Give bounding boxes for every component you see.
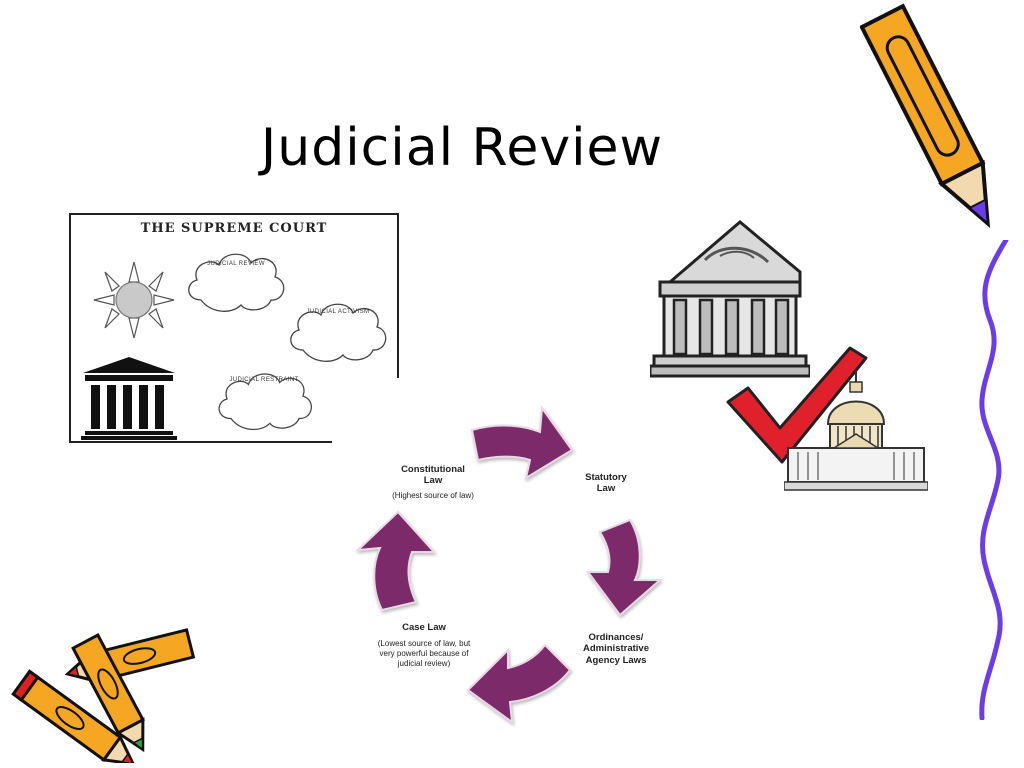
page-title: Judicial Review — [260, 118, 664, 178]
node-case-law: Case Law (Lowest source of law, but very… — [370, 622, 478, 668]
checkmark-icon — [726, 346, 868, 464]
cycle-diagram — [355, 405, 663, 725]
node-heading: Constitutional Law — [401, 464, 465, 487]
cloud-label-activism: Judicial Activism — [306, 309, 370, 315]
cloud-icon — [188, 253, 285, 312]
supreme-court-title: The Supreme Court — [140, 221, 328, 236]
panel-overlap-mask — [332, 378, 402, 446]
node-constitutional: Constitutional Law (Highest source of la… — [370, 464, 496, 500]
temple-icon — [81, 357, 177, 440]
cloud-label-review: Judicial Review — [207, 261, 265, 267]
node-heading: Case Law — [402, 622, 446, 633]
node-ordinances: Ordinances/ Administrative Agency Laws — [568, 632, 664, 666]
node-note: (Lowest source of law, but very powerful… — [377, 639, 471, 668]
sun-icon — [93, 261, 175, 339]
decorative-border-line — [979, 240, 1009, 720]
arrow-icon — [586, 518, 663, 617]
supreme-court-panel: The Supreme Court Judicial Review Judici… — [69, 213, 399, 443]
cloud-icon — [218, 373, 312, 431]
node-note: (Highest source of law) — [392, 490, 474, 500]
node-statutory: Statutory Law — [570, 472, 642, 495]
node-heading: Ordinances/ Administrative Agency Laws — [583, 632, 649, 666]
crayons-icon — [11, 628, 196, 763]
cloud-label-restraint: Judicial Restraint — [229, 377, 299, 383]
arrow-icon — [466, 643, 572, 725]
courthouse-icon — [650, 220, 810, 378]
cloud-icon — [290, 303, 387, 362]
node-heading: Statutory Law — [585, 472, 627, 495]
arrow-icon — [470, 405, 574, 481]
capitol-icon — [784, 370, 928, 491]
pencil-icon — [860, 3, 991, 229]
arrow-icon — [355, 510, 437, 612]
